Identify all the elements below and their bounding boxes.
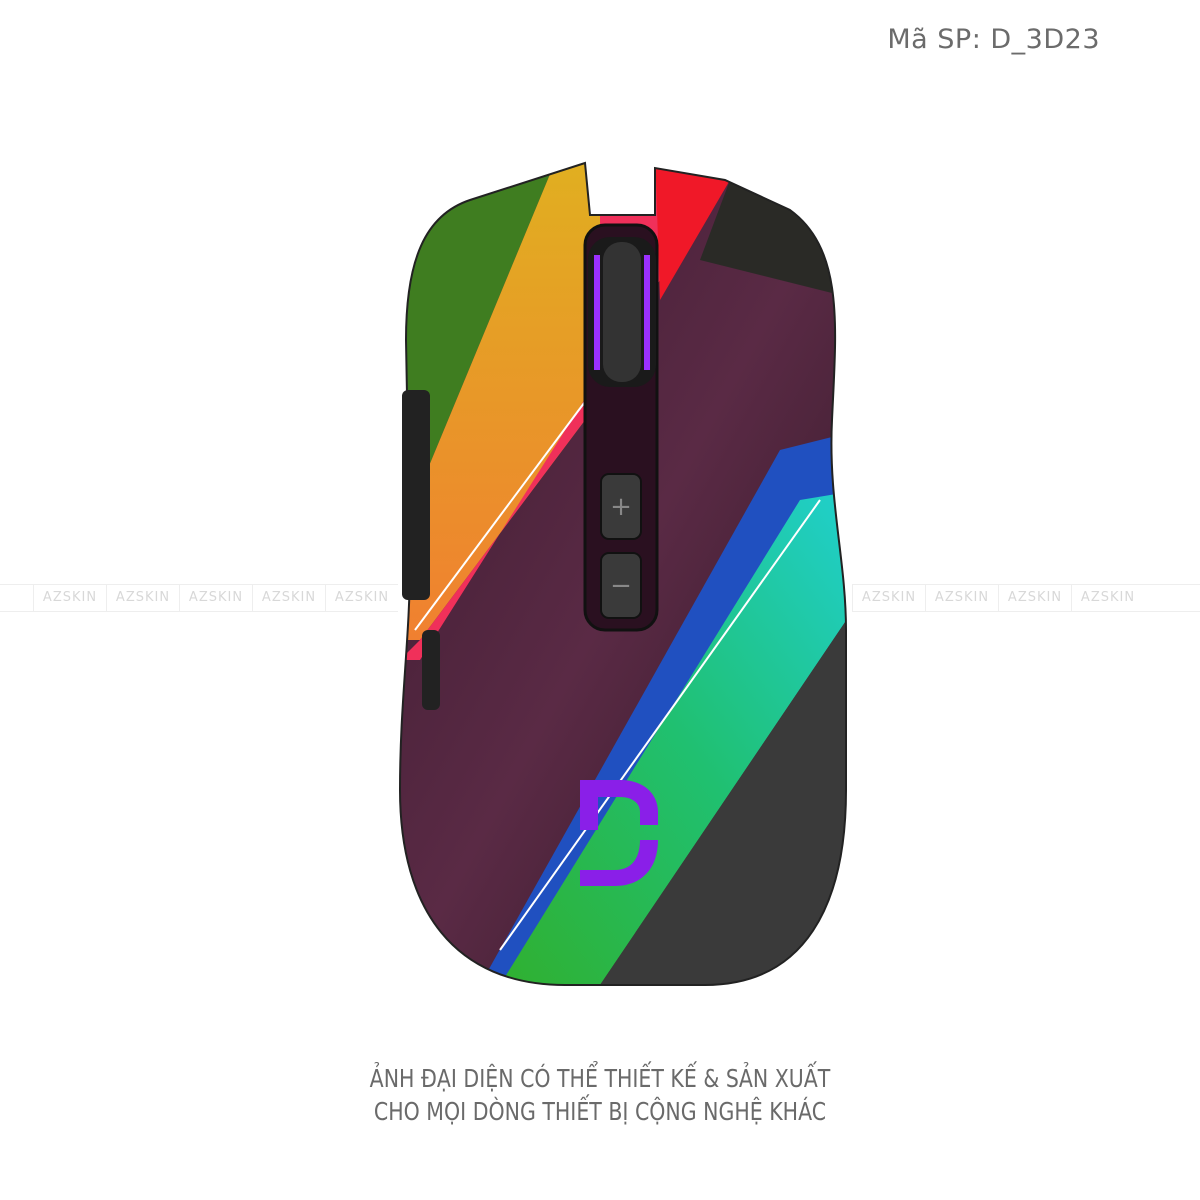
watermark-text: AZSKIN [106,585,179,611]
caption-line-1: ẢNH ĐẠI DIỆN CÓ THỂ THIẾT KẾ & SẢN XUẤT [369,1064,831,1093]
mouse-skin [400,163,846,985]
plus-icon: + [610,492,632,522]
watermark-text: AZSKIN [925,585,998,611]
side-buttons[interactable] [402,390,440,710]
watermark-text: AZSKIN [33,585,106,611]
scroll-wheel[interactable] [588,237,656,387]
caption-line-2: CHO MỌI DÒNG THIẾT BỊ CỘNG NGHỆ KHÁC [373,1097,827,1126]
product-code: Mã SP: D_3D23 [887,24,1100,55]
watermark-text: AZSKIN [179,585,252,611]
caption: ẢNH ĐẠI DIỆN CÓ THỂ THIẾT KẾ & SẢN XUẤT … [108,1062,1092,1128]
minus-icon: − [610,571,632,601]
brand-logo [580,780,658,886]
watermark-text: AZSKIN [1071,585,1144,611]
watermark-text: AZSKIN [998,585,1071,611]
watermark-text: AZSKIN [325,585,398,611]
watermark-text: AZSKIN [252,585,325,611]
watermark-text: AZSKIN [852,585,925,611]
dpi-minus-button[interactable]: − [600,552,642,619]
dpi-plus-button[interactable]: + [600,473,642,540]
